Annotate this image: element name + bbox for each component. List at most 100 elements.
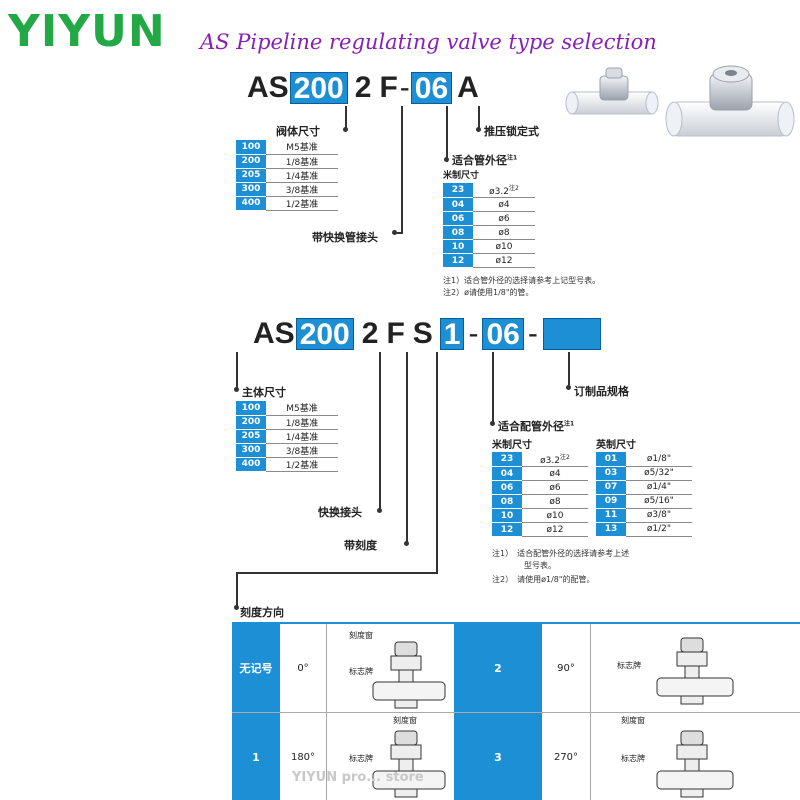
- plate-label: 标志牌: [349, 667, 373, 676]
- plate-label: 标志牌: [617, 661, 641, 670]
- plate-label: 标志牌: [349, 754, 373, 763]
- od-value: ø3/8": [626, 508, 692, 523]
- page-title: AS Pipeline regulating valve type select…: [200, 30, 657, 54]
- code2-direction: 1: [439, 318, 465, 351]
- watermark: YIYUN pro... store: [292, 770, 424, 785]
- direction-key: 无记号: [232, 624, 280, 712]
- direction-key: 2: [454, 624, 542, 712]
- od-value: ø6: [522, 480, 588, 495]
- od-value: ø1/4": [626, 480, 692, 495]
- code2-fitting: F: [386, 317, 405, 350]
- code2-series: AS: [253, 317, 295, 350]
- fitting-label: 带快换管接头: [312, 231, 378, 244]
- code1-type: 2: [354, 71, 372, 104]
- size-code: 200: [236, 154, 266, 169]
- od-value: ø1/2": [626, 522, 692, 537]
- od-text: ø3.2: [540, 456, 560, 466]
- with-scale-label: 带刻度: [344, 539, 377, 552]
- valve-photo: [565, 65, 795, 137]
- brand-logo: YIYUN: [8, 6, 166, 57]
- od-value: ø8: [522, 494, 588, 509]
- size-code: 200: [236, 415, 266, 430]
- size-code: 300: [236, 182, 266, 197]
- od-text: ø3.2: [489, 187, 509, 197]
- code1-tube-size: 06: [410, 72, 453, 105]
- direction-degree: 270°: [553, 752, 579, 763]
- direction-degree: 180°: [290, 752, 316, 763]
- direction-diagram: 标志牌: [590, 624, 800, 712]
- window-label: 刻度窗: [621, 716, 645, 725]
- od-code: 08: [492, 494, 522, 509]
- direction-degree: 90°: [557, 662, 575, 674]
- od-value: ø5/32": [626, 466, 692, 481]
- window-label: 刻度窗: [349, 631, 373, 640]
- tube-od-text: 适合管外径: [452, 154, 507, 167]
- od-code: 13: [596, 522, 626, 537]
- od-code: 04: [443, 197, 473, 212]
- size-value: 1/4基准: [266, 168, 338, 183]
- size-value: 3/8基准: [266, 182, 338, 197]
- od-code: 10: [443, 239, 473, 254]
- size-code: 100: [236, 140, 266, 155]
- size-value: 1/8基准: [266, 415, 338, 430]
- metric-label: 米制尺寸: [492, 440, 532, 451]
- scale-direction-label: 刻度方向: [240, 606, 284, 619]
- inch-label: 英制尺寸: [596, 440, 636, 451]
- valve-diagram-icon: [372, 730, 446, 798]
- size-value: 1/4基准: [266, 429, 338, 444]
- code1-lock: A: [457, 71, 479, 104]
- size-value: 3/8基准: [266, 443, 338, 458]
- code2-scale: S: [412, 317, 433, 350]
- od-value: ø4: [473, 197, 535, 212]
- od-code: 23: [443, 183, 473, 198]
- size-code: 205: [236, 168, 266, 183]
- od-code: 06: [443, 211, 473, 226]
- code1-body-size: 200: [289, 72, 348, 105]
- window-label: 刻度窗: [393, 716, 417, 725]
- od-value: ø4: [522, 466, 588, 481]
- size-value: 1/8基准: [266, 154, 338, 169]
- code1-dash: -: [399, 71, 410, 104]
- size-value: 1/2基准: [266, 457, 338, 472]
- od-code: 10: [492, 508, 522, 523]
- size-value: M5基准: [266, 401, 338, 416]
- note-5: 注2） 请使用ø1/8"的配管。: [492, 575, 595, 584]
- size-code: 300: [236, 443, 266, 458]
- direction-diagram: 刻度窗 标志牌: [326, 713, 454, 800]
- valve-diagram-icon: [656, 637, 734, 705]
- code1-fitting: F: [379, 71, 398, 104]
- note-4: 型号表。: [492, 561, 556, 570]
- direction-degree: 0°: [297, 662, 309, 674]
- push-lock-label: 推压锁定式: [484, 125, 539, 138]
- valve-diagram-icon: [656, 730, 734, 798]
- od-value: ø12: [473, 253, 535, 268]
- od-code: 23: [492, 452, 522, 467]
- code2-dash-1: -: [468, 317, 479, 350]
- code2-main-size: 200: [295, 318, 354, 351]
- size-value: 1/2基准: [266, 196, 338, 211]
- od-code: 12: [492, 522, 522, 537]
